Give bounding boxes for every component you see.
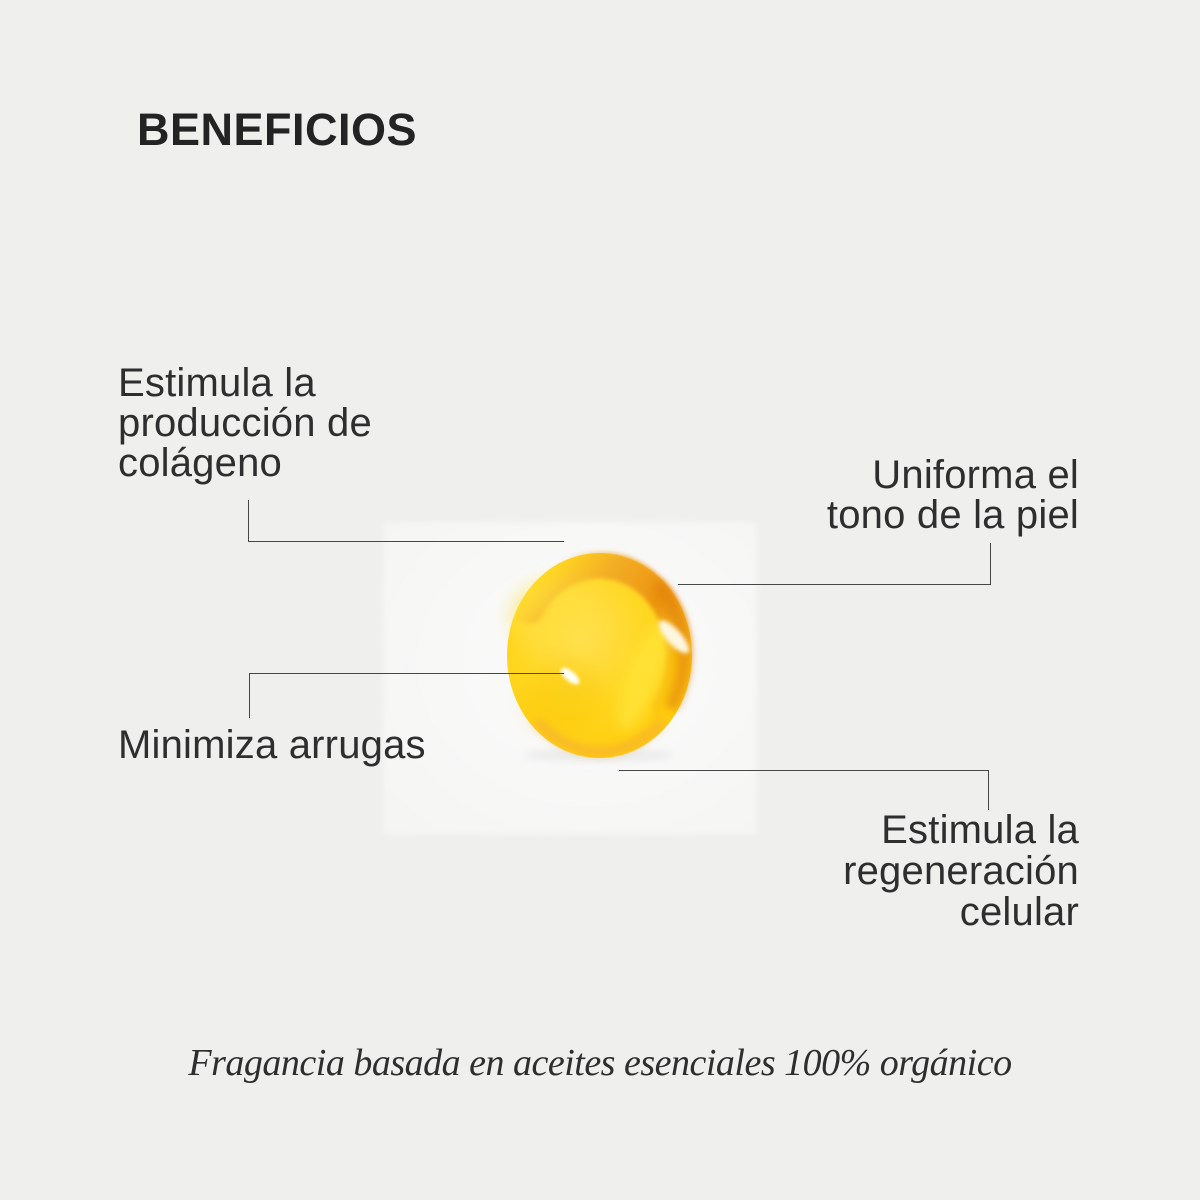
callout-line-collagen: [248, 500, 564, 542]
callout-line-skin-tone: [678, 543, 991, 585]
drop-highlight-streak: [658, 620, 690, 654]
drop-highlight-small: [560, 667, 580, 685]
drop-reflection-band: [618, 624, 668, 730]
callout-line-wrinkles: [249, 673, 564, 718]
benefit-label-collagen: Estimula la producción de colágeno: [118, 361, 372, 485]
benefit-label-wrinkles: Minimiza arrugas: [118, 723, 426, 767]
serum-drop-image: [507, 551, 694, 762]
benefit-label-skin-tone: Uniforma el tono de la piel: [826, 453, 1079, 537]
drop-bottom-rim: [534, 718, 665, 756]
drop-depth-shade: [525, 663, 605, 733]
page-title: BENEFICIOS: [137, 104, 418, 155]
callout-line-regeneration: [619, 770, 989, 810]
benefit-label-cell-regeneration: Estimula la regeneración celular: [843, 808, 1079, 934]
fragrance-footnote: Fragancia basada en aceites esenciales 1…: [188, 1042, 1012, 1084]
